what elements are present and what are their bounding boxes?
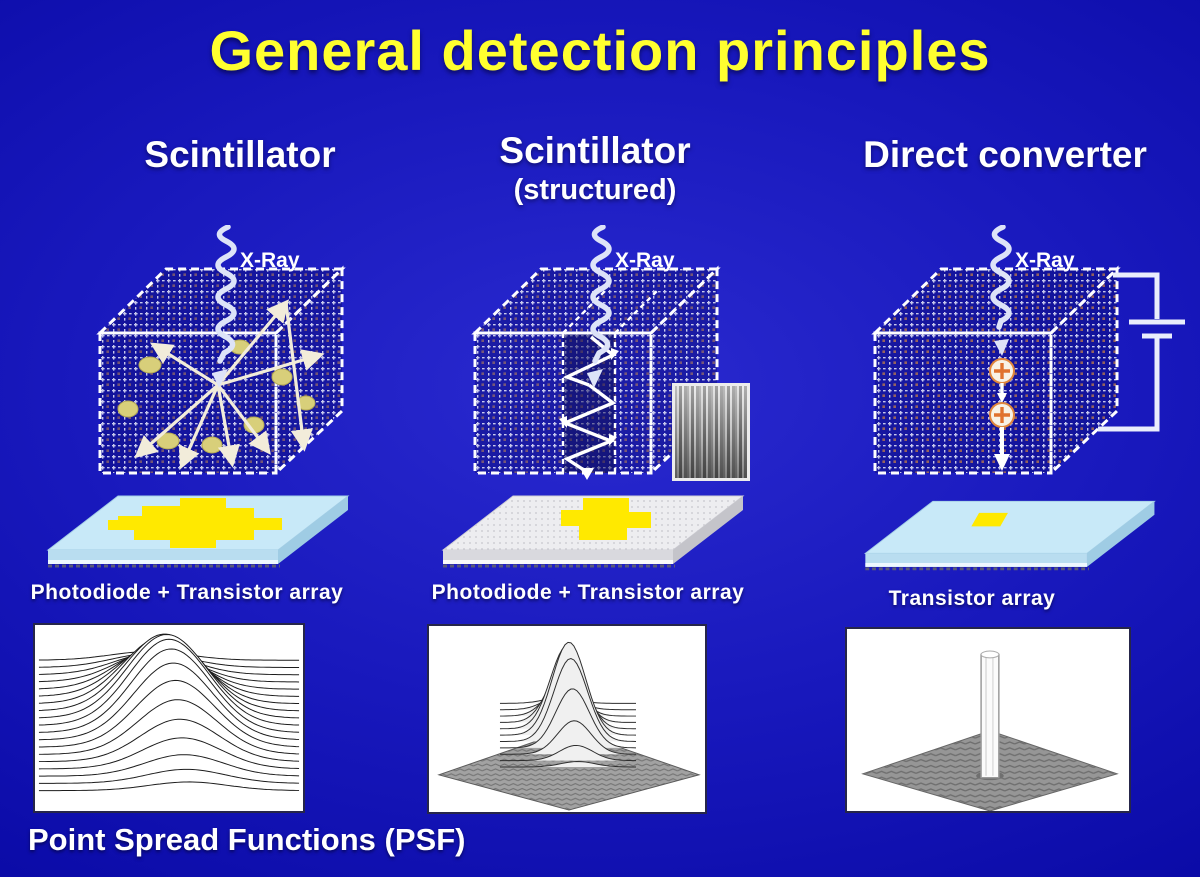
column-top — [980, 650, 1000, 659]
cube-right-face — [276, 269, 342, 473]
xray-label: X-Ray — [240, 249, 300, 272]
column-header-scintillator-structured: Scintillator (structured) — [395, 130, 795, 206]
cube-front-face — [875, 333, 1051, 473]
small-light-spot — [971, 512, 1008, 527]
scattered-light-arrows — [134, 299, 325, 470]
base-plane — [437, 729, 701, 811]
scintillator-cube-with-scattered-light-icon: X-Ray — [96, 225, 346, 477]
plate-right-face — [673, 496, 743, 564]
photodiode-transistor-array-plate — [46, 495, 350, 568]
xray-label: X-Ray — [1015, 249, 1075, 272]
footer-caption: Point Spread Functions (PSF) — [28, 822, 466, 857]
column-header-direct-converter: Direct converter — [805, 134, 1200, 175]
xray-label: X-Ray — [615, 249, 675, 272]
psf-delta-function-plot — [845, 627, 1131, 813]
xray-beam-icon — [990, 225, 1012, 356]
large-light-spot — [108, 498, 282, 548]
psf-wide-gaussian-plot — [33, 623, 305, 813]
xray-beam-icon — [587, 225, 612, 388]
column-subheader-text: (structured) — [513, 173, 677, 206]
plate-right-face — [1086, 501, 1155, 567]
column-header-text: Scintillator — [144, 134, 336, 175]
wide-gaussian-psf-surface-icon — [38, 633, 300, 811]
direct-converter-cube-with-charge-drift-icon: X-Ray — [871, 225, 1185, 477]
medium-light-spot — [561, 498, 651, 540]
narrow-gaussian-psf-surface-icon — [437, 641, 701, 811]
plate-edge-strip — [48, 560, 278, 564]
needle-channel — [563, 333, 615, 473]
delta-column — [980, 653, 1000, 779]
bias-voltage-battery-circuit-icon — [1098, 272, 1185, 432]
column-header-scintillator: Scintillator — [40, 134, 440, 175]
zigzag-arrowheads — [559, 348, 619, 480]
sensor-label: Photodiode + Transistor array — [30, 581, 344, 604]
channeled-light-zigzag — [560, 335, 617, 474]
plate-right-face — [278, 496, 348, 564]
transistor-array-plate — [863, 500, 1156, 571]
plate-edge-strip — [443, 560, 673, 564]
column-header-text: Scintillator — [499, 130, 691, 171]
needle-structure-micrograph — [672, 383, 750, 481]
cube-dashed-outline — [871, 265, 1121, 477]
channel-wall-lines — [561, 290, 658, 473]
plate-edge-strip — [865, 562, 1087, 567]
column-header-text: Direct converter — [863, 134, 1147, 175]
photodiode-transistor-array-plate — [441, 495, 745, 568]
slide-title: General detection principles — [209, 19, 991, 82]
charge-carrier-icons — [989, 358, 1015, 471]
xray-beam-icon — [212, 225, 237, 388]
delta-function-psf-column-icon — [861, 650, 1119, 811]
sensor-label: Transistor array — [888, 587, 1056, 610]
psf-narrow-gaussian-plot — [427, 624, 707, 814]
cube-right-face — [1051, 269, 1117, 473]
sensor-label: Photodiode + Transistor array — [431, 581, 745, 604]
